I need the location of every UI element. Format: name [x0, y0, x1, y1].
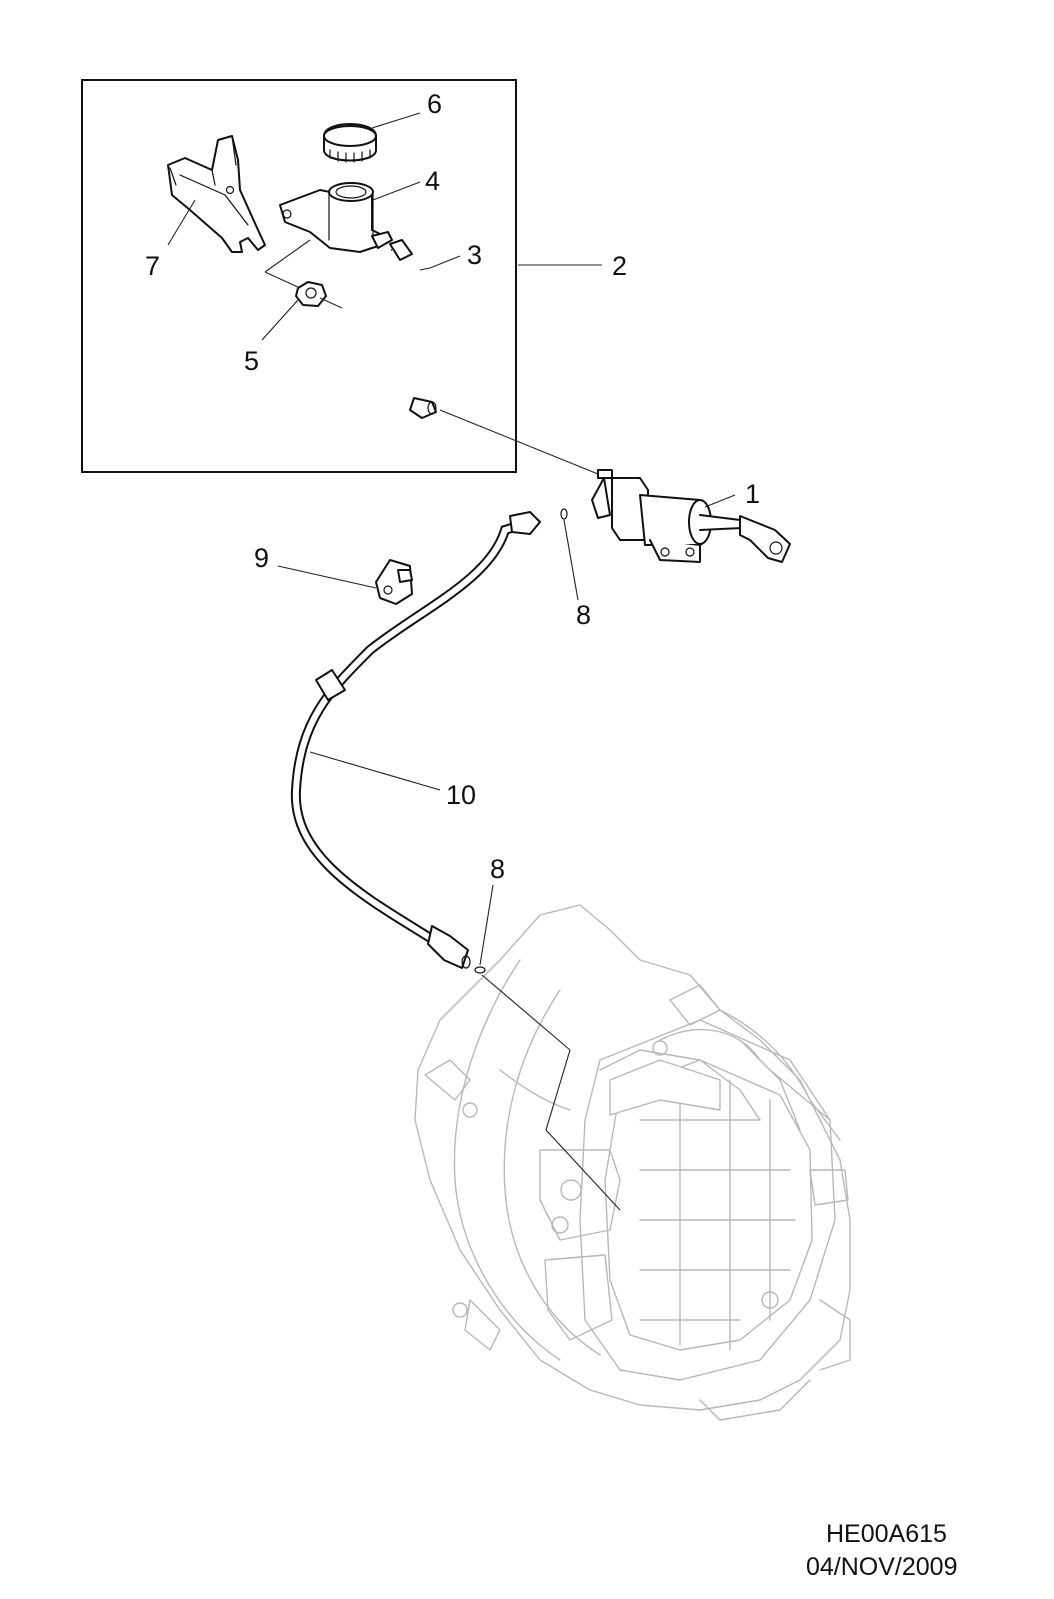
- nut-part-6: [295, 281, 327, 307]
- callout-3: 3: [467, 240, 482, 270]
- hose-part-10: [290, 511, 541, 969]
- o-ring-part-8-lower: [474, 966, 486, 974]
- callout-4: 4: [425, 166, 440, 196]
- callout-1: 1: [745, 479, 760, 509]
- clip-part-9: [375, 559, 413, 605]
- hose-part-3: [377, 239, 437, 419]
- assembly-inset-box: [81, 79, 517, 473]
- cylinder-part-1: [591, 469, 791, 563]
- cap-part-5: [323, 123, 377, 163]
- callout-8-lower: 8: [490, 854, 505, 884]
- drawing-code: HE00A615: [826, 1520, 947, 1548]
- callout-2: 2: [612, 251, 627, 281]
- reservoir-part-4: [279, 182, 393, 253]
- callout-5: 6: [427, 89, 442, 119]
- callout-6: 5: [244, 346, 259, 376]
- callout-7: 7: [145, 251, 160, 281]
- o-ring-part-8-upper: [560, 508, 568, 520]
- callout-8-upper: 8: [576, 600, 591, 630]
- drawing-date: 04/NOV/2009: [806, 1553, 958, 1581]
- gearbox-housing-ghost: [414, 904, 851, 1421]
- callout-10: 10: [446, 780, 476, 810]
- callout-9: 9: [254, 543, 269, 573]
- leader-lines: [167, 112, 736, 1211]
- bracket-part-7: [167, 135, 266, 253]
